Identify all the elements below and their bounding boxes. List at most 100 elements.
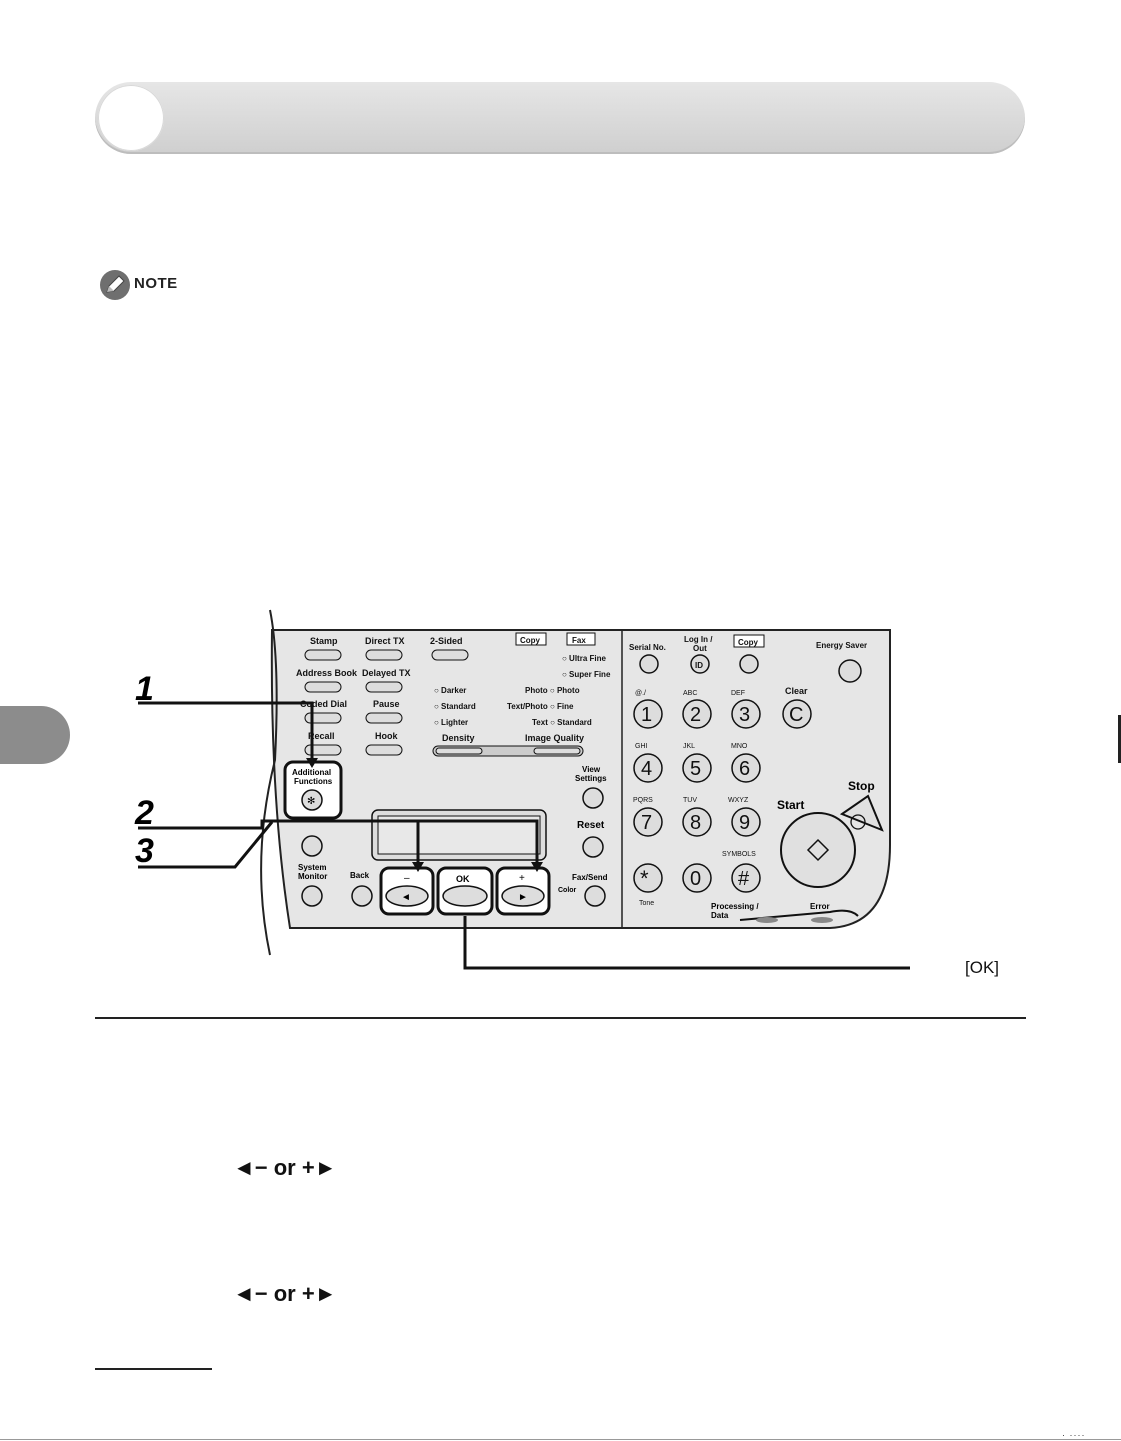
fax-send-button[interactable] [584, 885, 606, 907]
processing-indicator [756, 917, 778, 923]
function-buttons: Stamp Direct TX 2-Sided Address Book Del… [296, 636, 469, 756]
svg-text:✻: ✻ [307, 796, 315, 807]
recall-button[interactable] [304, 744, 342, 756]
start-button[interactable] [780, 812, 856, 888]
key-9[interactable] [731, 807, 761, 837]
pause-button[interactable] [365, 712, 403, 724]
page-edge-mark [1118, 715, 1121, 763]
svg-text:Text ○ Standard: Text ○ Standard [532, 718, 592, 727]
hook-button[interactable] [365, 744, 403, 756]
svg-text:8: 8 [690, 812, 701, 834]
image-quality-label: Image Quality [525, 733, 584, 743]
density-button[interactable] [435, 747, 483, 755]
svg-text:+: + [519, 873, 525, 884]
svg-text:Tone: Tone [639, 900, 654, 907]
address-book-button[interactable] [304, 681, 342, 693]
key-4[interactable] [633, 753, 663, 783]
copy-button[interactable] [739, 654, 759, 674]
additional-functions-button[interactable] [301, 789, 323, 811]
start-icon [806, 838, 830, 862]
callout-arrow-2b [531, 862, 543, 872]
svg-text:MNO: MNO [731, 743, 748, 750]
key-2[interactable] [682, 699, 712, 729]
log-in-out-label: Log In / [684, 635, 713, 644]
pencil-icon [100, 270, 130, 300]
view-settings-button[interactable] [582, 787, 604, 809]
reset-label: Reset [577, 820, 605, 831]
stamp-label: Stamp [310, 636, 338, 646]
key-0[interactable] [682, 863, 712, 893]
delayed-tx-button[interactable] [365, 681, 403, 693]
svg-text:0: 0 [690, 868, 701, 890]
recall-label: Recall [308, 731, 335, 741]
key-hash[interactable] [731, 863, 761, 893]
back-button[interactable] [351, 885, 373, 907]
copy-mode-tag [515, 632, 547, 646]
svg-text:Out: Out [693, 644, 707, 653]
fax-mode-tag [566, 632, 596, 646]
svg-text:5: 5 [690, 758, 701, 780]
copy-key-label: Copy [738, 638, 759, 647]
ok-button[interactable] [442, 885, 488, 907]
additional-functions-label: Additional [292, 768, 331, 777]
energy-saver-button[interactable] [838, 659, 862, 683]
two-sided-button[interactable] [431, 649, 469, 661]
svg-text:SYMBOLS: SYMBOLS [722, 851, 756, 858]
coded-dial-button[interactable] [304, 712, 342, 724]
key-1[interactable] [633, 699, 663, 729]
key-3[interactable] [731, 699, 761, 729]
right-plus-button[interactable] [501, 885, 545, 907]
left-minus-button[interactable] [385, 885, 429, 907]
back-label: Back [350, 871, 370, 880]
delayed-tx-label: Delayed TX [362, 668, 411, 678]
svg-text:1: 1 [641, 704, 652, 726]
control-panel-illustration: Stamp Direct TX 2-Sided Address Book Del… [134, 609, 910, 970]
ultra-fine-label: ○ Ultra Fine [562, 654, 607, 663]
copy-mode-label: Copy [520, 636, 541, 645]
left-arrow-icon: ◄ [401, 892, 411, 903]
paper-select-button[interactable] [301, 835, 323, 857]
stop-label: Stop [848, 779, 875, 793]
svg-text:*: * [640, 866, 649, 891]
callout-2: 2 [134, 794, 154, 832]
direct-tx-button[interactable] [365, 649, 403, 661]
page-bottom-rule [0, 1439, 1121, 1440]
note-block [98, 268, 188, 302]
key-5[interactable] [682, 753, 712, 783]
image-quality-button[interactable] [533, 747, 581, 755]
svg-text:Photo ○ Photo: Photo ○ Photo [525, 686, 580, 695]
error-label: Error [810, 902, 830, 911]
clear-c-icon: C [789, 704, 803, 726]
density-label: Density [442, 733, 475, 743]
address-book-label: Address Book [296, 668, 358, 678]
svg-text:DEF: DEF [731, 690, 745, 697]
serial-no-label: Serial No. [629, 643, 666, 652]
start-label: Start [777, 798, 804, 812]
reset-button[interactable] [582, 836, 604, 858]
serial-no-button[interactable] [639, 654, 659, 674]
svg-text:TUV: TUV [683, 797, 697, 804]
color-label: Color [558, 887, 577, 894]
log-in-out-button[interactable] [690, 654, 710, 674]
pause-label: Pause [373, 699, 400, 709]
svg-text:PQRS: PQRS [633, 797, 653, 804]
key-6[interactable] [731, 753, 761, 783]
darker-label: ○ Darker [434, 686, 466, 695]
ok-callout-label: [OK] [965, 958, 1000, 977]
section-number-circle [98, 85, 164, 151]
callout-1: 1 [135, 670, 154, 708]
svg-text:Text/Photo ○ Fine: Text/Photo ○ Fine [507, 702, 574, 711]
svg-text:WXYZ: WXYZ [728, 797, 749, 804]
stop-button[interactable] [839, 794, 884, 832]
key-7[interactable] [633, 807, 663, 837]
key-8[interactable] [682, 807, 712, 837]
page-corner-mark: · ···· [1062, 1430, 1086, 1440]
copy-key-tag [733, 634, 765, 648]
system-monitor-button[interactable] [301, 885, 323, 907]
fax-mode-label: Fax [572, 636, 586, 645]
svg-text:2: 2 [690, 704, 701, 726]
clear-button[interactable] [782, 699, 812, 729]
stamp-button[interactable] [304, 649, 342, 661]
coded-dial-label: Coded Dial [300, 699, 347, 709]
key-star[interactable] [633, 863, 663, 893]
